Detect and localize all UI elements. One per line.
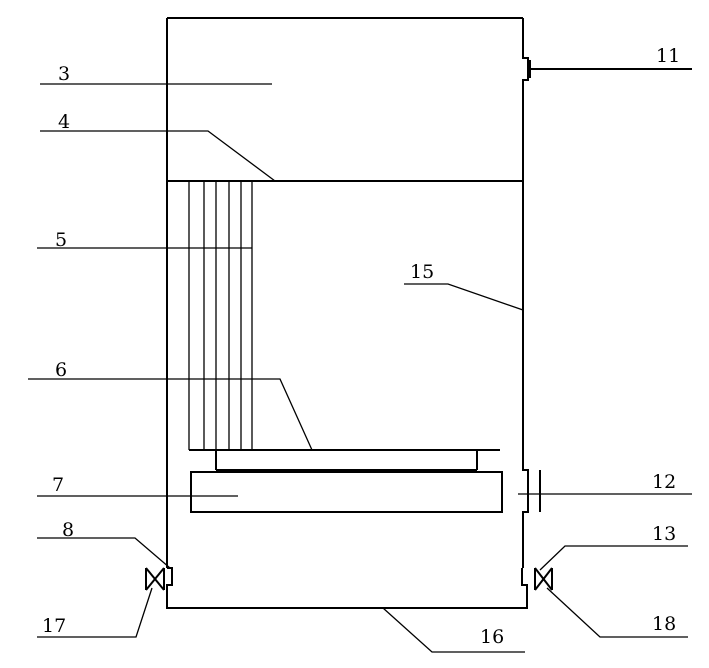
label-12: 12 bbox=[652, 471, 676, 493]
leader-lines bbox=[28, 83, 688, 653]
outlet-nozzle-11 bbox=[529, 60, 692, 78]
label-5: 5 bbox=[55, 229, 67, 251]
support-plate bbox=[189, 449, 500, 471]
heating-element bbox=[190, 471, 503, 513]
label-15: 15 bbox=[410, 261, 434, 283]
label-11: 11 bbox=[656, 45, 680, 67]
label-7: 7 bbox=[52, 474, 64, 496]
inlet-nozzle-12 bbox=[518, 470, 692, 512]
label-17: 17 bbox=[42, 615, 66, 637]
label-4: 4 bbox=[58, 111, 70, 133]
label-13: 13 bbox=[652, 523, 676, 545]
tube-bundle bbox=[188, 181, 253, 450]
label-18: 18 bbox=[652, 613, 676, 635]
label-16: 16 bbox=[480, 626, 504, 648]
label-6: 6 bbox=[55, 359, 67, 381]
drain-valve-17 bbox=[145, 567, 165, 591]
vessel-outline bbox=[166, 17, 529, 609]
label-8: 8 bbox=[62, 519, 74, 541]
label-3: 3 bbox=[58, 63, 70, 85]
drain-valve-18 bbox=[534, 567, 553, 591]
